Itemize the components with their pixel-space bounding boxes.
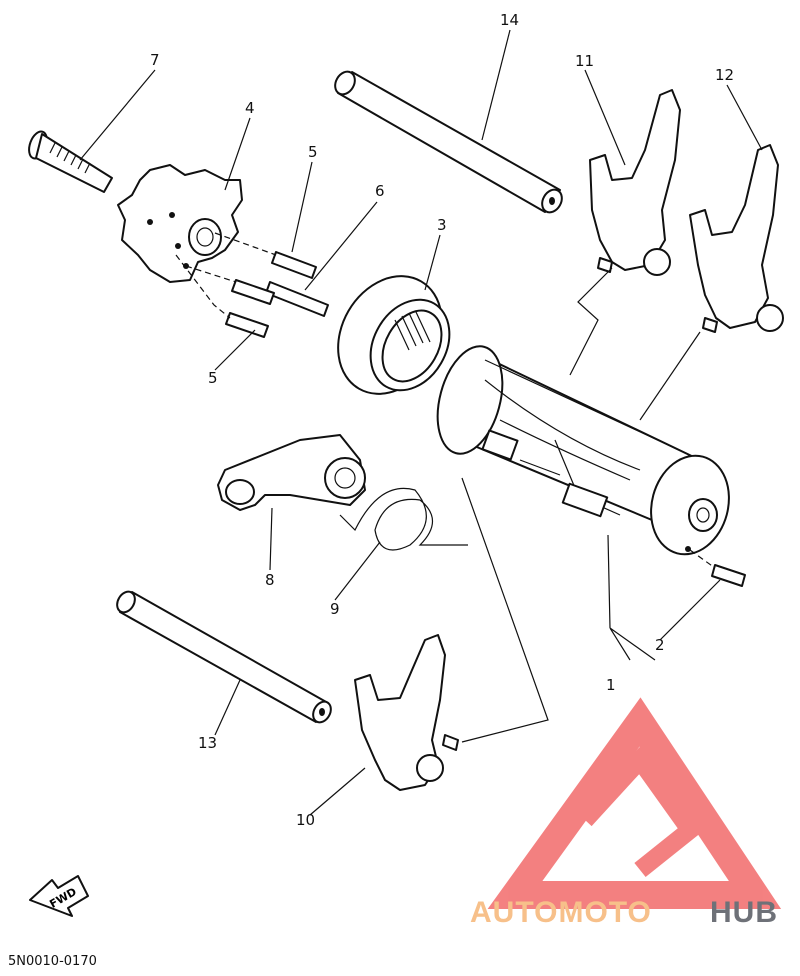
part-8-lever bbox=[217, 434, 366, 511]
part-11-fork bbox=[589, 89, 681, 276]
part-2-pin bbox=[685, 546, 746, 587]
callout-12: 12 bbox=[715, 66, 734, 84]
callout-9: 9 bbox=[330, 600, 340, 618]
watermark-text-part1: AUTOMOTO bbox=[470, 896, 652, 929]
callout-5-lower: 5 bbox=[208, 369, 218, 387]
part-9-spring bbox=[339, 487, 468, 551]
leader-lines bbox=[79, 29, 763, 816]
part-1-drum bbox=[436, 345, 730, 556]
fwd-arrow: FWD bbox=[29, 875, 89, 917]
watermark-text-part2: HUB bbox=[710, 896, 778, 929]
callout-1: 1 bbox=[606, 676, 616, 694]
callout-11: 11 bbox=[575, 52, 594, 70]
callout-10: 10 bbox=[296, 811, 315, 829]
watermark-text: AUTOMOTO HUB bbox=[470, 896, 778, 929]
part-14-shaft bbox=[116, 590, 332, 724]
callout-3: 3 bbox=[437, 216, 447, 234]
watermark-logo bbox=[487, 697, 782, 909]
part-7-bolt bbox=[28, 130, 113, 193]
callout-2: 2 bbox=[655, 636, 665, 654]
part-3-bearing bbox=[337, 275, 451, 395]
part-12-fork bbox=[689, 144, 784, 333]
callout-5-upper: 5 bbox=[308, 143, 318, 161]
callout-13: 14 bbox=[500, 11, 519, 29]
callout-14: 13 bbox=[198, 734, 217, 752]
diagram-code: 5N0010-0170 bbox=[8, 954, 97, 969]
callout-7: 7 bbox=[150, 51, 160, 69]
part-4-segment bbox=[117, 164, 243, 283]
callouts: 7 4 5 6 3 5 14 11 12 8 9 2 1 13 10 bbox=[150, 11, 734, 829]
part-13-shaft bbox=[334, 70, 563, 214]
callout-6: 6 bbox=[375, 182, 385, 200]
callout-8: 8 bbox=[265, 571, 275, 589]
pins bbox=[175, 232, 329, 338]
callout-4: 4 bbox=[245, 99, 255, 117]
part-10-fork bbox=[354, 634, 459, 791]
